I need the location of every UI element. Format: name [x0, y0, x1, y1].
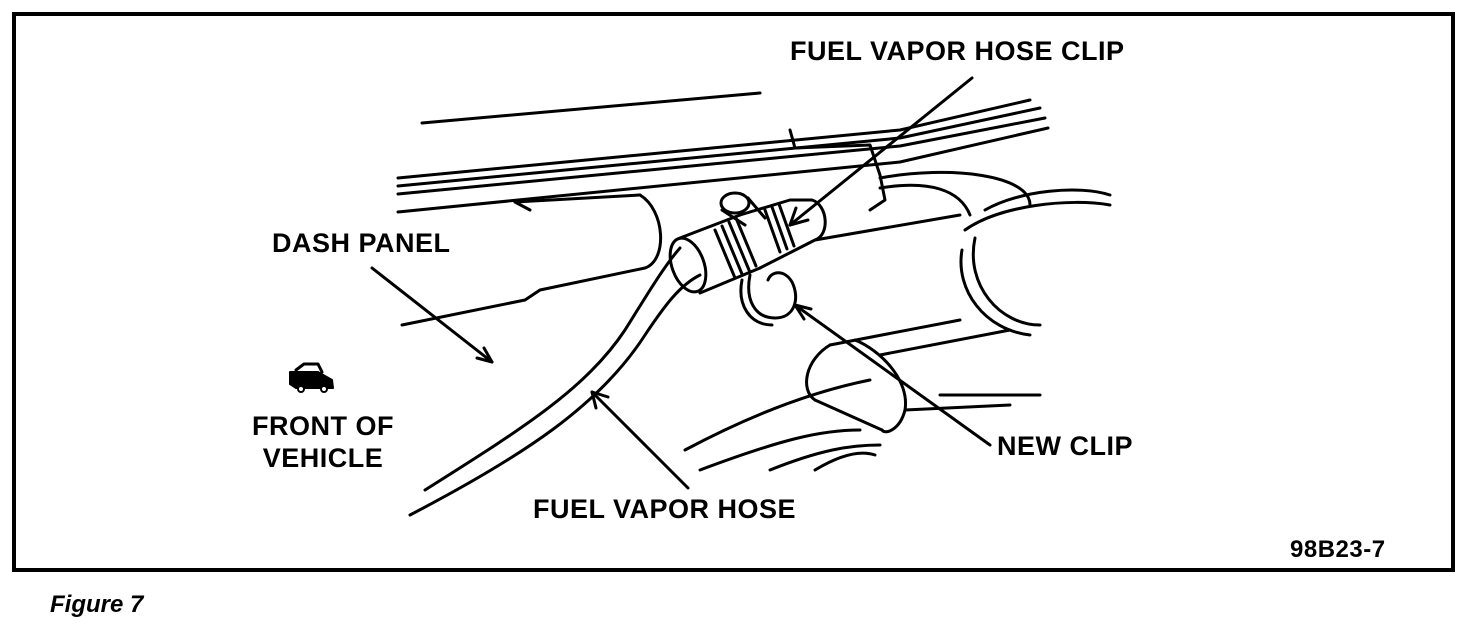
fuel-vapor-hose-clip-drawing	[719, 191, 767, 227]
front-of-vehicle-label-line1: FRONT OF	[252, 411, 394, 441]
fuel-vapor-hose-label: FUEL VAPOR HOSE	[533, 494, 797, 524]
front-of-vehicle-label-line2: VEHICLE	[262, 443, 384, 473]
fuel-vapor-hose-clip-label: FUEL VAPOR HOSE CLIP	[790, 36, 1125, 66]
leader-lines	[370, 76, 992, 490]
new-clip-label: NEW CLIP	[997, 431, 1133, 461]
figure-caption: Figure 7	[50, 591, 144, 618]
fuel-vapor-hose-drawing	[408, 246, 702, 517]
round-component	[813, 170, 1112, 337]
new-clip-drawing	[739, 271, 798, 327]
dash-panel-tube	[400, 193, 663, 327]
car-direction-icon	[289, 362, 334, 393]
dash-panel-label: DASH PANEL	[272, 228, 451, 258]
figure-frame	[12, 12, 1455, 572]
floor-lines	[683, 378, 882, 472]
figure-code-label: 98B23-7	[1290, 536, 1386, 563]
